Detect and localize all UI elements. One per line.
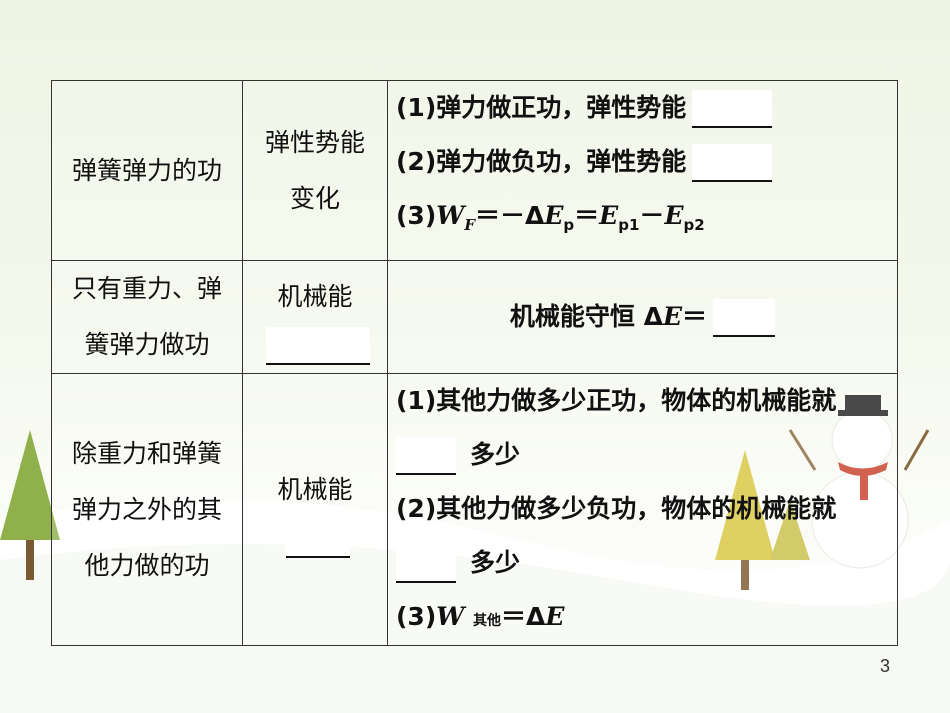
cell-text: 弹簧弹力的功 [71, 155, 222, 185]
relation-line: (1)弹力做正功，弹性势能 [388, 81, 897, 135]
answer-blank[interactable] [396, 437, 456, 475]
cell-text: 只有重力、弹 [71, 274, 222, 303]
answer-blank[interactable] [692, 90, 773, 128]
table-row: 除重力和弹簧 弹力之外的其 他力做的功 机械能 (1)其他力做多少正功，物体的机… [51, 373, 898, 646]
relation-line: (2)弹力做负功，弹性势能 [388, 135, 897, 189]
relation-line: 多少 [388, 428, 897, 482]
row1-relation: (1)弹力做正功，弹性势能 (2)弹力做负功，弹性势能 (3)WF＝－ΔEp＝E… [387, 80, 898, 261]
energy-work-table: 弹簧弹力的功 弹性势能 变化 (1)弹力做正功，弹性势能 (2)弹力做负功，弹性… [51, 80, 898, 646]
pine-tree-icon [0, 430, 60, 580]
row1-work-type: 弹簧弹力的功 [51, 80, 243, 261]
formula-line: (3)W 其他＝ΔE [396, 602, 565, 631]
row3-relation: (1)其他力做多少正功，物体的机械能就 多少 (2)其他力做多少负功，物体的机械… [387, 373, 898, 646]
row3-energy-type: 机械能 [242, 373, 388, 646]
row3-work-type: 除重力和弹簧 弹力之外的其 他力做的功 [51, 373, 243, 646]
relation-line: 多少 [388, 536, 897, 590]
cell-text: 变化 [289, 183, 340, 213]
row2-relation: 机械能守恒 ΔE＝ [387, 260, 898, 374]
cell-text: 他力做的功 [84, 550, 210, 580]
cell-text: 机械能 [277, 282, 353, 311]
page-number: 3 [880, 656, 891, 676]
relation-line: (2)其他力做多少负功，物体的机械能就 [396, 494, 837, 523]
cell-text: 弹性势能 [264, 127, 365, 157]
row2-energy-type: 机械能 [242, 260, 388, 374]
answer-blank[interactable] [396, 545, 456, 583]
table-row: 只有重力、弹 簧弹力做功 机械能 机械能守恒 ΔE＝ [51, 260, 898, 374]
row2-work-type: 只有重力、弹 簧弹力做功 [51, 260, 243, 374]
answer-blank[interactable] [286, 519, 350, 558]
answer-blank[interactable] [713, 299, 776, 337]
cell-text: 除重力和弹簧 [71, 438, 222, 468]
cell-text: 弹力之外的其 [71, 494, 222, 524]
cell-text: 机械能 [277, 474, 353, 504]
cell-text: 簧弹力做功 [84, 330, 210, 359]
formula-line: (3)WF＝－ΔEp＝Ep1－Ep2 [396, 201, 705, 234]
row1-energy-type: 弹性势能 变化 [242, 80, 388, 261]
answer-blank[interactable] [692, 144, 773, 182]
relation-line: (1)其他力做多少正功，物体的机械能就 [396, 386, 837, 415]
answer-blank[interactable] [266, 327, 370, 365]
table-row: 弹簧弹力的功 弹性势能 变化 (1)弹力做正功，弹性势能 (2)弹力做负功，弹性… [51, 80, 898, 261]
